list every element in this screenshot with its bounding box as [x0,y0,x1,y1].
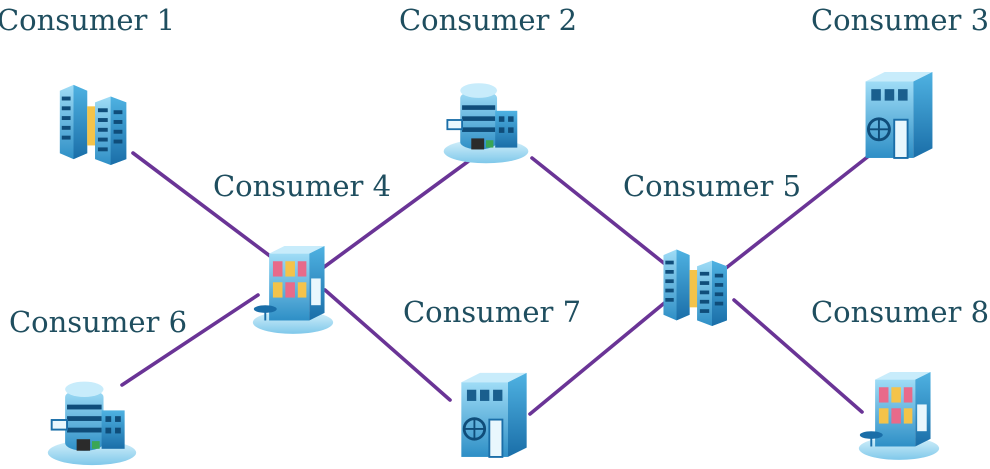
node-label: Consumer 1 [0,3,175,37]
edge-c4-c6 [120,293,260,387]
node-label: Consumer 3 [811,3,989,37]
edge-c2-c5 [530,156,672,270]
node-label: Consumer 8 [811,295,989,329]
twin-tower-building-icon [59,84,127,165]
shop-building-icon [858,371,940,460]
edge-c1-c4 [131,151,284,267]
node-label: Consumer 7 [403,295,581,329]
round-office-building-icon [46,380,138,467]
bank-vault-building-icon [864,70,934,160]
node-c8: Consumer 8 [811,295,989,460]
node-c5: Consumer 5 [623,169,801,326]
node-c2: Consumer 2 [399,3,577,165]
node-label: Consumer 2 [399,3,577,37]
node-c1: Consumer 1 [0,3,175,165]
node-label: Consumer 6 [9,305,187,339]
node-label: Consumer 5 [623,169,801,203]
node-layer: Consumer 1 Consumer 2 Consumer 3 Consumer 4… [0,3,989,467]
edge-c4-c2 [318,158,472,272]
node-label: Consumer 4 [213,169,391,203]
node-c7: Consumer 7 [403,295,581,459]
node-c6: Consumer 6 [9,305,187,467]
twin-tower-building-icon [663,249,727,326]
shop-building-icon [252,245,334,334]
node-c4: Consumer 4 [213,169,391,334]
edge-c5-c7 [528,298,670,416]
edge-c5-c3 [724,153,872,270]
edge-layer [120,151,872,416]
round-office-building-icon [442,82,530,165]
edge-c5-c8 [732,298,864,414]
bank-vault-building-icon [459,371,529,459]
edge-c4-c7 [323,288,452,402]
node-c3: Consumer 3 [811,3,989,160]
